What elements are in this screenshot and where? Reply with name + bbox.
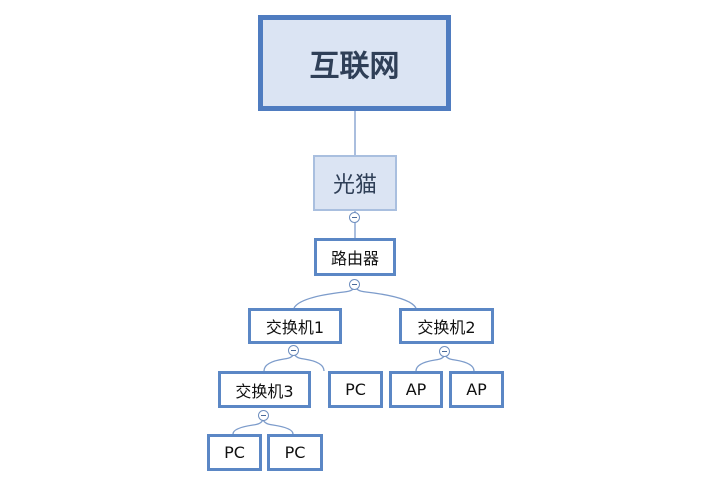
edge-switch1-pc: [293, 351, 325, 372]
edge-router-switch2: [354, 284, 417, 309]
edge-switch3-pc2: [262, 417, 294, 435]
collapse-icon-modem[interactable]: [349, 212, 360, 223]
node-pc-1: PC: [207, 434, 262, 471]
collapse-icon-switch1[interactable]: [288, 345, 299, 356]
edge-switch3-pc1: [232, 417, 264, 435]
collapse-icon-switch3[interactable]: [258, 410, 269, 421]
edge-switch2-ap2: [444, 352, 475, 372]
collapse-icon-router[interactable]: [349, 279, 360, 290]
node-internet: 互联网: [258, 15, 451, 111]
node-optical-modem: 光猫: [313, 155, 397, 211]
node-switch2: 交换机2: [399, 308, 494, 344]
node-switch1: 交换机1: [248, 308, 342, 344]
collapse-icon-switch2[interactable]: [439, 346, 450, 357]
node-pc-switch1: PC: [328, 371, 383, 408]
node-switch3: 交换机3: [218, 371, 311, 408]
node-router: 路由器: [314, 238, 396, 276]
node-ap-1: AP: [389, 371, 443, 408]
edge-router-switch1: [293, 284, 356, 309]
node-pc-2: PC: [267, 434, 323, 471]
node-ap-2: AP: [449, 371, 504, 408]
